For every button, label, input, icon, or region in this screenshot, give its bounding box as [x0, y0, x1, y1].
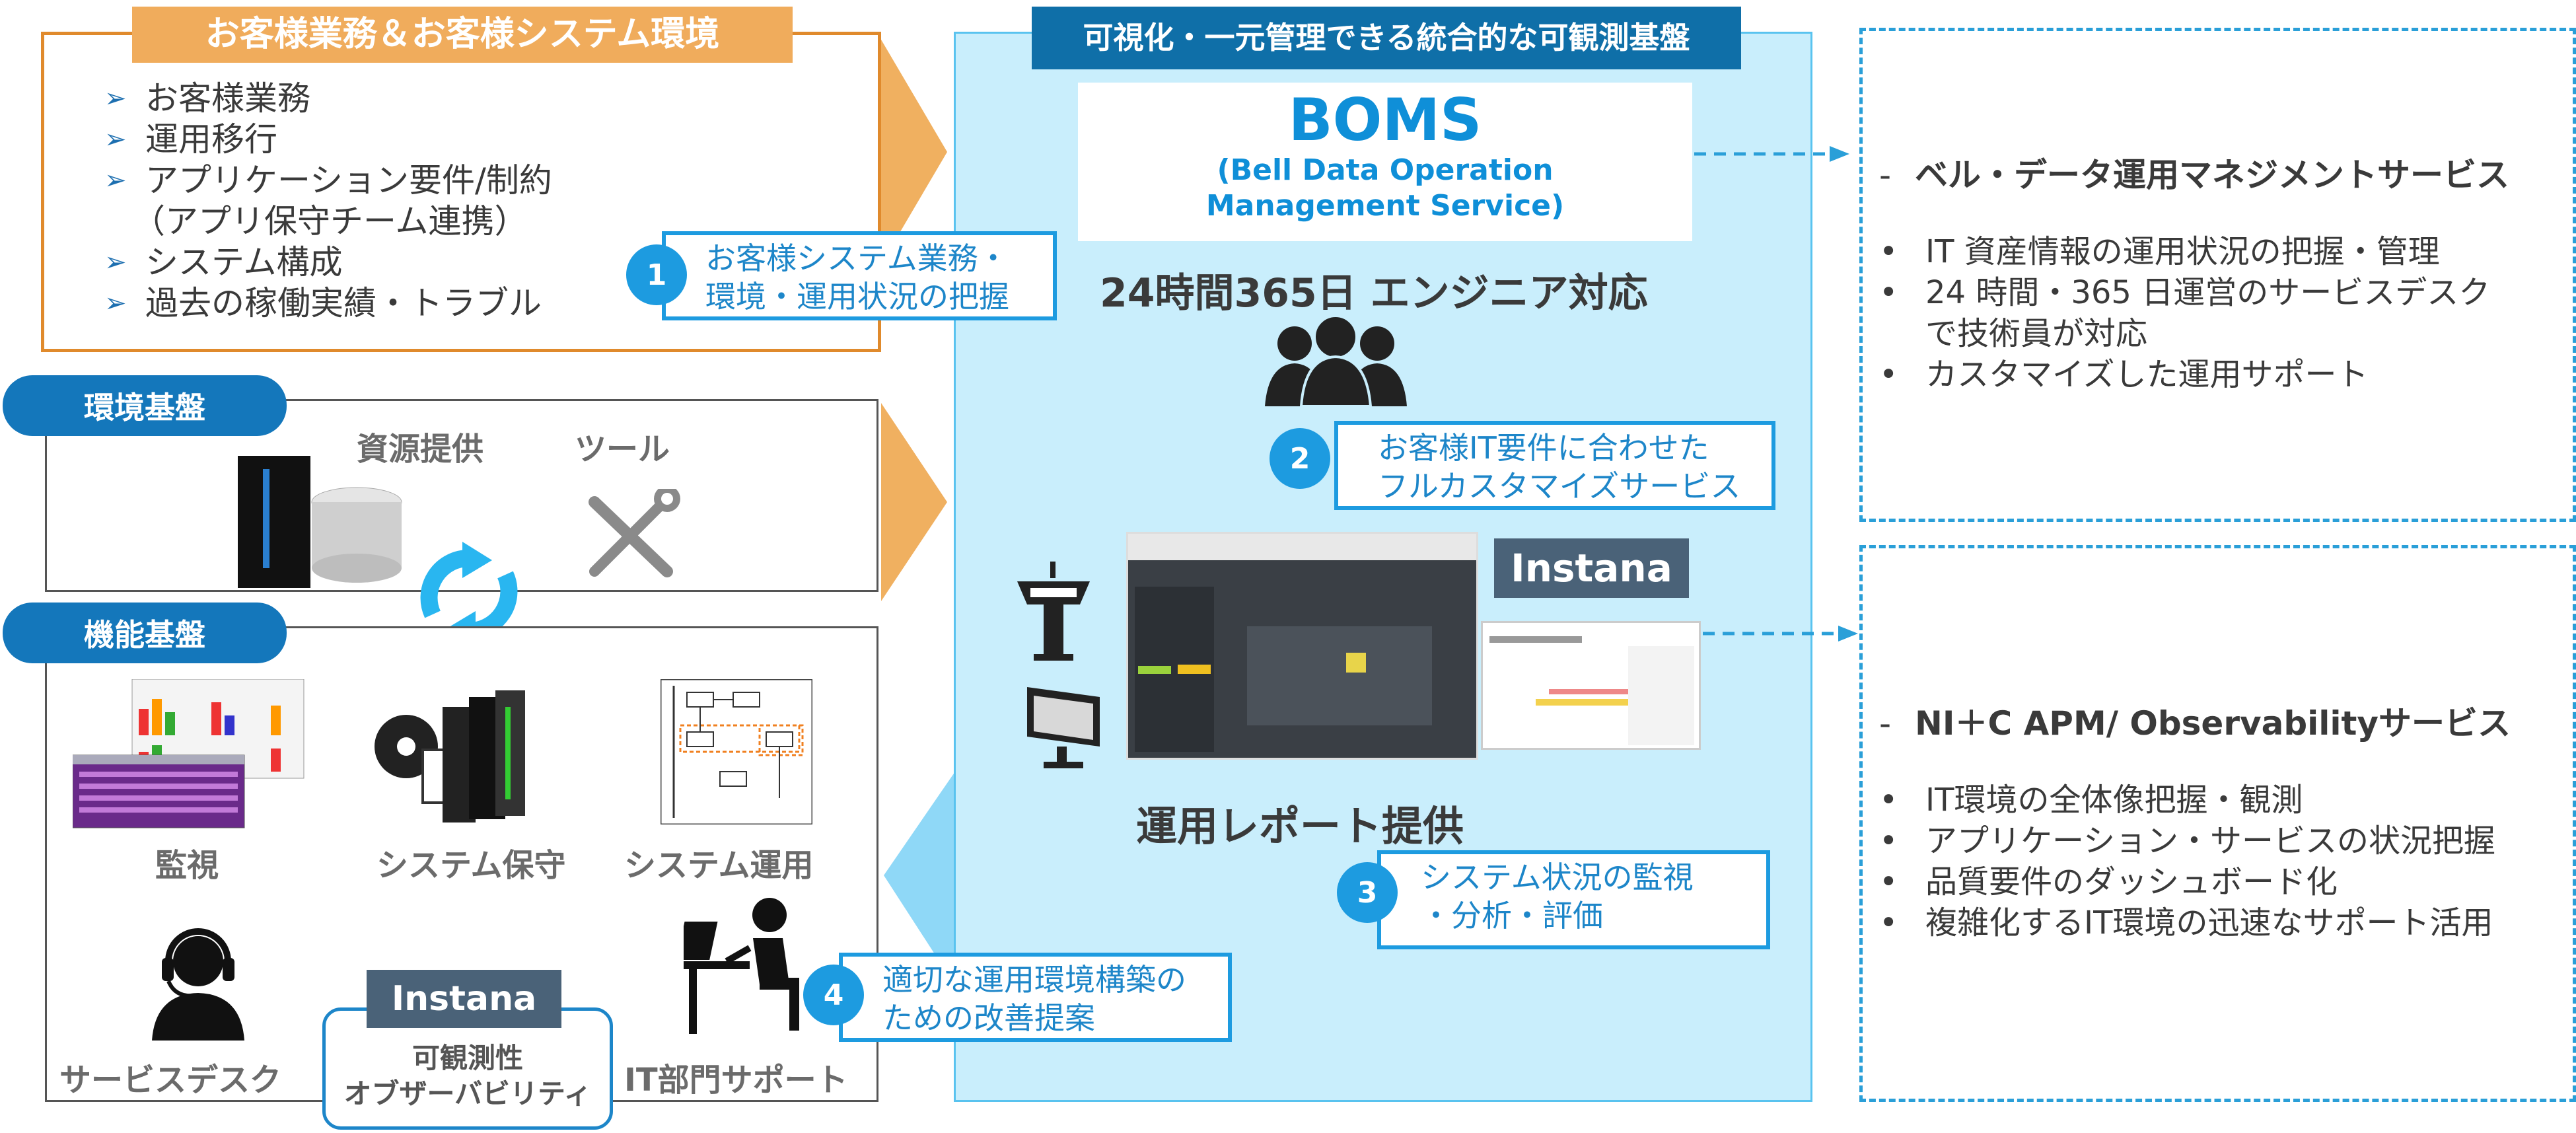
list-item: ➢アプリケーション要件/制約	[104, 161, 552, 200]
observability-line2: オブザーバビリティ	[343, 1078, 592, 1110]
tools-icon	[589, 489, 680, 577]
customer-list: ➢お客様業務 ➢運用移行 ➢アプリケーション要件/制約 （アプリ保守チーム連携）…	[99, 78, 727, 324]
maintenance-label: システム保守	[376, 847, 566, 884]
list-item-sub: （アプリ保守チーム連携）	[132, 202, 528, 240]
right-bottom-title: -NI＋C APM/ Observabilityサービス	[1879, 704, 2511, 743]
warn-chip	[1178, 665, 1211, 674]
callout-1-number: 1	[626, 244, 687, 305]
node-highlight	[1346, 653, 1366, 673]
bar-yellow	[1536, 699, 1635, 706]
list-item: ➢過去の稼働実績・トラブル	[104, 284, 542, 322]
topology-area	[1247, 626, 1432, 725]
list-item: ➢運用移行	[104, 120, 277, 159]
desk-worker-icon	[684, 898, 799, 1034]
arrow-bullet-icon: ➢	[104, 165, 127, 196]
right-top-box	[1859, 28, 2576, 522]
env-base-title: 環境基盤	[3, 375, 287, 436]
instana-tag-center: Instana	[1494, 538, 1689, 598]
arrow-bullet-icon: ➢	[104, 247, 127, 277]
boms-sub2: Management Service)	[1205, 189, 1565, 223]
observability-line1: 可観測性	[411, 1042, 523, 1074]
right-top-title: -ベル・データ運用マネジメントサービス	[1879, 156, 2510, 194]
callout-3: システム状況の監視・分析・評価	[1377, 850, 1770, 949]
list-item-cont: で技術員が対応	[1925, 315, 2148, 352]
bar-red	[1549, 689, 1628, 694]
boms-title: BOMS	[1288, 86, 1482, 154]
resource-label: 資源提供	[357, 431, 484, 468]
headset-operator-icon	[152, 928, 244, 1041]
report-label: 運用レポート提供	[1136, 802, 1464, 850]
arrow-bullet-icon: ➢	[104, 124, 127, 155]
server-storage-icon	[238, 456, 402, 588]
list-item: ➢システム構成	[104, 243, 343, 281]
instana-tag-left: Instana	[367, 970, 561, 1028]
browser-bar	[1128, 534, 1476, 560]
dashboard-screenshot-main	[1126, 532, 1478, 760]
alert-chip	[1138, 666, 1171, 674]
arrow-bullet-icon: ➢	[104, 83, 127, 114]
list-item: •複雑化するIT環境の迅速なサポート活用	[1879, 904, 2493, 941]
boms-sub1: (Bell Data Operation	[1217, 153, 1554, 187]
right-top-list: •IT 資産情報の運用状況の把握・管理 •24 時間・365 日運営のサービスデ…	[1879, 231, 2490, 395]
list-item: •アプリケーション・サービスの状況把握	[1879, 822, 2496, 859]
itsupport-label: IT部門サポート	[624, 1062, 848, 1099]
dashed-arrow-top-icon	[1694, 146, 1849, 162]
engineer-label: 24時間365日 エンジニア対応	[1100, 270, 1648, 316]
servicedesk-label: サービスデスク	[59, 1062, 282, 1099]
monitor-screens-icon	[73, 679, 304, 828]
dashboard-screenshot-secondary	[1481, 621, 1701, 750]
server-maintenance-icon	[375, 690, 525, 822]
list-item: ➢お客様業務	[104, 79, 310, 118]
func-base-title: 機能基盤	[3, 603, 287, 663]
monitor-label: 監視	[155, 847, 219, 884]
monitor-display-icon	[1027, 687, 1100, 768]
orange-arrow-mid-icon	[881, 403, 947, 601]
blue-arrow-left-icon	[884, 770, 956, 988]
people-group-icon	[1265, 317, 1407, 406]
list-item: •IT環境の全体像把握・観測	[1879, 782, 2303, 819]
callout-4: 適切な運用環境構築のための改善提案	[839, 953, 1232, 1042]
arrow-bullet-icon: ➢	[104, 288, 127, 318]
dashed-arrow-bottom-icon	[1703, 626, 1858, 641]
right-bottom-box	[1859, 545, 2576, 1102]
boms-box	[1078, 83, 1692, 241]
orange-arrow-top-icon	[881, 40, 947, 264]
operation-label: システム運用	[624, 847, 814, 884]
list-item: •IT 資産情報の運用状況の把握・管理	[1879, 233, 2440, 270]
center-title: 可視化・一元管理できる統合的な可観測基盤	[1032, 7, 1741, 69]
callout-4-number: 4	[803, 965, 864, 1025]
operation-flow-icon	[661, 679, 812, 824]
right-bottom-list: •IT環境の全体像把握・観測 •アプリケーション・サービスの状況把握 •品質要件…	[1879, 780, 2495, 943]
list-item: •カスタマイズした運用サポート	[1879, 356, 2369, 393]
callout-2-number: 2	[1270, 428, 1330, 489]
callout-2: お客様IT要件に合わせたフルカスタマイズサービス	[1334, 421, 1775, 510]
list-item: •24 時間・365 日運営のサービスデスク	[1879, 274, 2491, 311]
list-item: •品質要件のダッシュボード化	[1879, 863, 2338, 900]
tool-label: ツール	[575, 431, 670, 468]
chart-panel	[1628, 646, 1694, 745]
list-header	[1489, 636, 1582, 643]
callout-1: お客様システム業務・環境・運用状況の把握	[662, 231, 1057, 320]
customer-title: お客様業務＆お客様システム環境	[132, 7, 793, 63]
control-tower-icon	[1017, 562, 1090, 661]
callout-3-number: 3	[1337, 862, 1398, 923]
